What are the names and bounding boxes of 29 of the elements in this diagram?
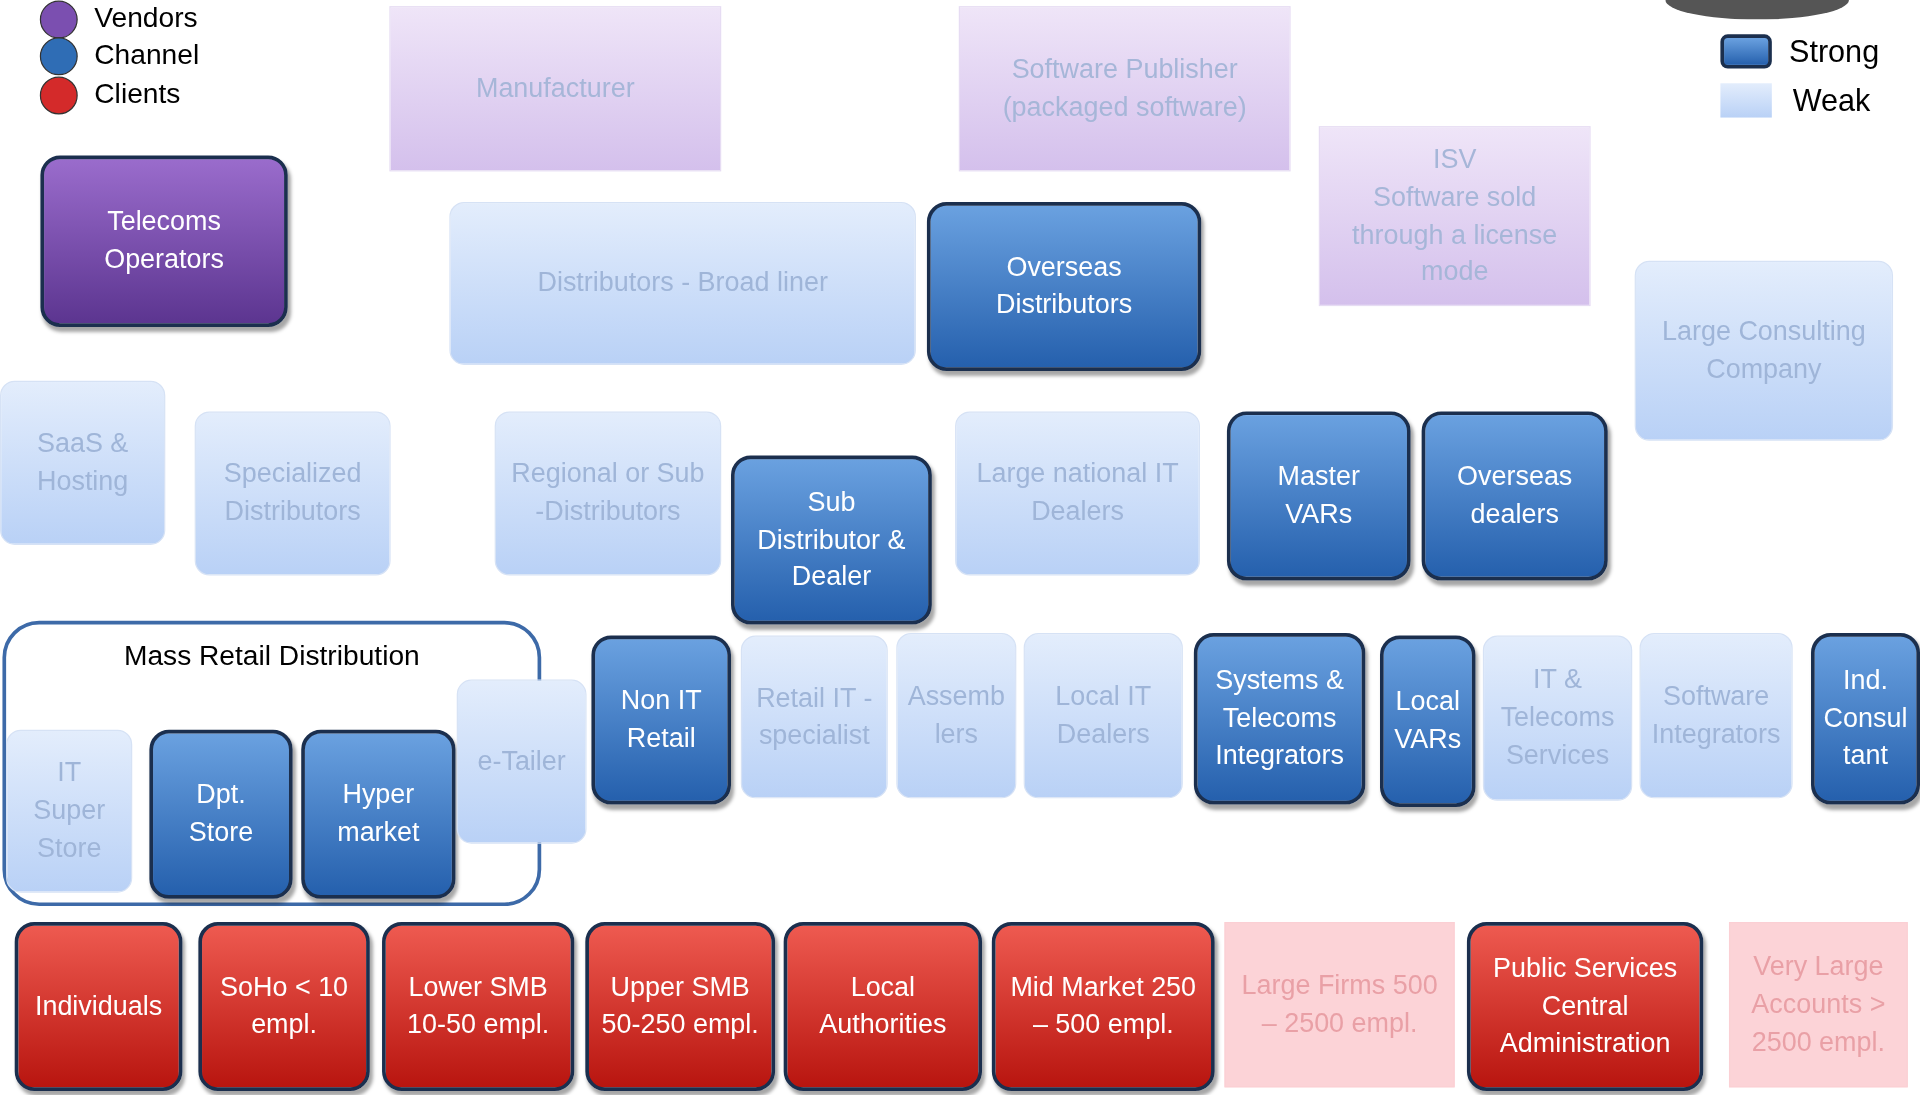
strong-box: Local Authorities (783, 922, 983, 1091)
group-title: Mass Retail Distribution (122, 639, 421, 673)
strong-box: Dpt. Store (149, 729, 293, 899)
strong-box: Non IT Retail (591, 635, 731, 805)
strong-box: Systems & Telecoms Integrators (1193, 633, 1366, 805)
strong-box: Lower SMB 10-50 empl. (382, 922, 575, 1091)
weak-box: Manufacturer (389, 6, 722, 172)
strong-box: Sub Distributor & Dealer (731, 455, 932, 625)
legend-label: Vendors (94, 1, 198, 35)
strong-box: Telecoms Operators (40, 155, 288, 327)
strong-box: Overseas dealers (1421, 411, 1608, 581)
strong-box: Public Services Central Administration (1466, 922, 1704, 1091)
legend-label: Clients (94, 77, 181, 111)
strong-box: Hyper market (301, 729, 456, 899)
legend-label: Strong (1789, 34, 1880, 70)
strong-box: Local VARs (1380, 635, 1476, 807)
strong-box: Individuals (14, 922, 183, 1091)
weak-box: Software Publisher (packaged software) (958, 6, 1291, 172)
strong-box: Master VARs (1226, 411, 1411, 581)
strong-box: Overseas Distributors (926, 202, 1202, 371)
strong-box: Upper SMB 50-250 empl. (585, 922, 776, 1091)
strong-box: SoHo < 10 empl. (198, 922, 370, 1091)
box-text: ISV (1433, 142, 1477, 176)
legend-label: Weak (1792, 83, 1871, 119)
weak-box (1318, 126, 1591, 307)
semicircle-shape (1665, 0, 1849, 20)
strong-box: Mid Market 250 – 500 empl. (991, 922, 1215, 1091)
strong-box: Ind. Consul tant (1811, 633, 1920, 805)
legend-label: Channel (94, 37, 200, 71)
